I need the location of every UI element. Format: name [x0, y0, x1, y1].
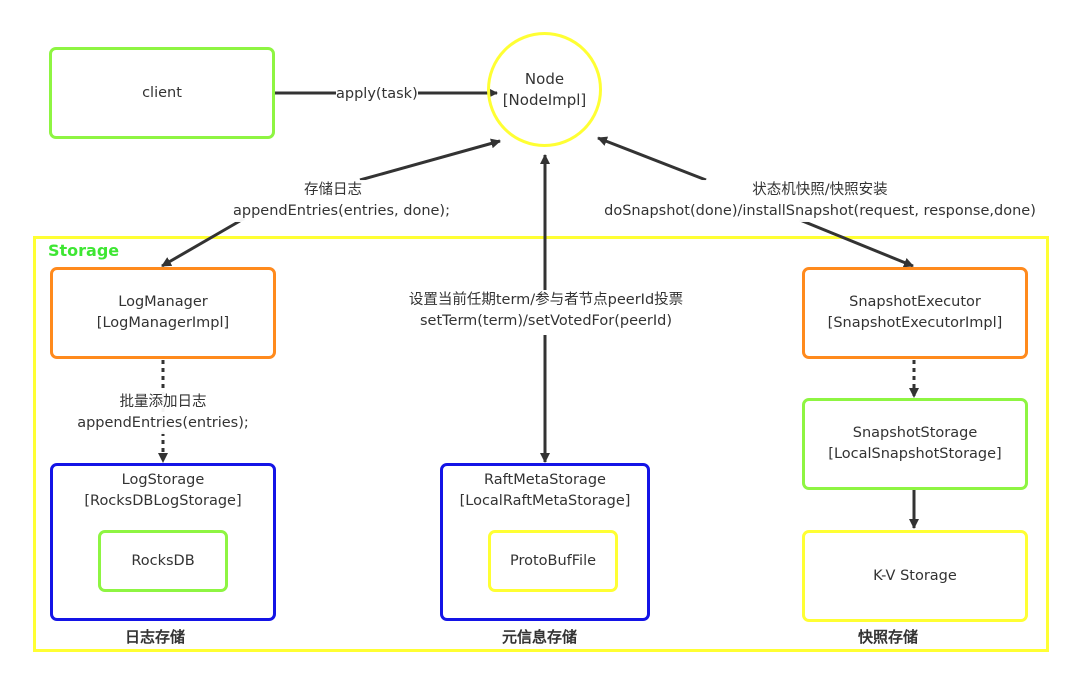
- apply-label-text: apply(task): [336, 86, 418, 102]
- edge-label-meta: 设置当前任期term/参与者节点peerId投票 setTerm(term)/s…: [386, 290, 706, 332]
- append-entries-zh: 存储日志: [304, 182, 362, 198]
- rocksdb-label: RocksDB: [131, 552, 195, 569]
- kv-storage-box[interactable]: K-V Storage: [802, 530, 1028, 622]
- client-box[interactable]: client: [49, 47, 275, 139]
- snapshot-code: doSnapshot(done)/installSnapshot(request…: [604, 203, 1036, 219]
- node-title: Node: [524, 69, 565, 88]
- batch-append-code: appendEntries(entries);: [77, 415, 249, 431]
- log-storage-title: LogStorage: [121, 472, 205, 488]
- snapshot-storage-title: SnapshotStorage: [852, 425, 978, 441]
- snapshot-storage-box[interactable]: SnapshotStorage [LocalSnapshotStorage]: [802, 398, 1028, 490]
- edge-label-snapshot: 状态机快照/快照安装 doSnapshot(done)/installSnaps…: [580, 180, 1060, 222]
- protobuf-file-label: ProtoBufFile: [509, 552, 597, 569]
- caption-meta-storage: 元信息存储: [502, 628, 578, 646]
- log-storage-impl: [RocksDBLogStorage]: [84, 493, 242, 509]
- storage-container: Storage: [33, 236, 1049, 652]
- edge-append-entries-to-node: [359, 138, 501, 182]
- batch-append-zh: 批量添加日志: [119, 394, 207, 410]
- edge-label-batch-append: 批量添加日志 appendEntries(entries);: [63, 392, 263, 434]
- log-manager-title: LogManager: [118, 294, 208, 310]
- snapshot-executor-title: SnapshotExecutor: [849, 294, 981, 310]
- rocksdb-box[interactable]: RocksDB: [98, 530, 228, 592]
- caption-snapshot-storage: 快照存储: [858, 628, 919, 646]
- edge-label-append-entries: 存储日志 appendEntries(entries, done);: [233, 180, 450, 222]
- log-manager-impl: [LogManagerImpl]: [96, 315, 230, 331]
- node-circle[interactable]: Node [NodeImpl]: [487, 32, 602, 147]
- snapshot-executor-box[interactable]: SnapshotExecutor [SnapshotExecutorImpl]: [802, 267, 1028, 359]
- meta-code: setTerm(term)/setVotedFor(peerId): [419, 313, 673, 329]
- snapshot-executor-impl: [SnapshotExecutorImpl]: [827, 315, 1003, 331]
- node-impl: [NodeImpl]: [502, 90, 587, 109]
- client-label: client: [142, 84, 182, 101]
- edge-snapshot-to-node: [597, 136, 707, 182]
- raft-meta-storage-impl: [LocalRaftMetaStorage]: [459, 493, 631, 509]
- snapshot-zh: 状态机快照/快照安装: [752, 182, 888, 198]
- kv-storage-label: K-V Storage: [873, 567, 957, 584]
- caption-log-storage: 日志存储: [125, 628, 186, 646]
- meta-zh: 设置当前任期term/参与者节点peerId投票: [408, 292, 684, 308]
- raft-meta-storage-title: RaftMetaStorage: [484, 472, 606, 488]
- edge-label-apply: apply(task): [336, 84, 418, 105]
- log-manager-box[interactable]: LogManager [LogManagerImpl]: [50, 267, 276, 359]
- protobuf-file-box[interactable]: ProtoBufFile: [488, 530, 618, 592]
- append-entries-code: appendEntries(entries, done);: [233, 203, 450, 219]
- snapshot-storage-impl: [LocalSnapshotStorage]: [828, 446, 1002, 462]
- storage-title: Storage: [48, 241, 120, 260]
